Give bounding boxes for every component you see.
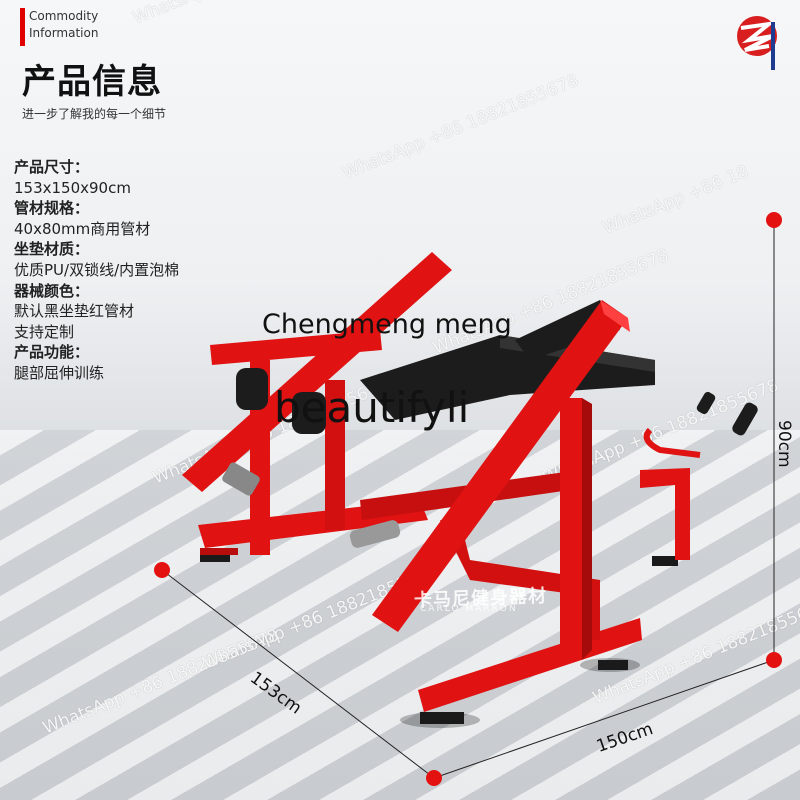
frame-bar [440,520,600,640]
roller-pad [292,392,326,434]
tag-line-1: Commodity [29,9,99,23]
frame-post [325,380,345,530]
depth-dimension-line [161,569,435,779]
spec-key-tube: 管材规格： [14,199,90,218]
roller-pad [236,368,268,410]
spec-key-color: 器械颜色： [14,281,90,300]
overlay-caption-1: Chengmeng meng [262,309,512,340]
commodity-tag: Commodity Information [20,8,113,46]
dimension-dot [154,562,170,578]
brand-logo-icon [737,16,777,70]
spec-value-size: 153x150x90cm [14,178,131,197]
lever-crossbar [210,330,382,365]
frame-bar [640,468,690,560]
spec-value-material: 优质PU/双锁线/内置泡棉 [14,260,180,279]
spec-value-color-1: 默认黑坐垫红管材 [14,302,135,321]
tag-line-2: Information [29,26,99,40]
brand-name-en: CARLO MARRON [420,604,518,614]
handle-grip [696,391,716,415]
lever-arm [182,252,452,492]
handle-grip [732,402,758,436]
spec-value-tube: 40x80mm商用管材 [14,219,151,238]
spec-key-function: 产品功能： [14,343,90,362]
dimension-dot [426,770,442,786]
diagonal-arm [372,300,628,632]
spec-value-function: 腿部屈伸训练 [14,363,105,382]
dimension-dot [766,212,782,228]
width-dimension-line [433,659,775,779]
weight-horn [349,520,401,548]
page-title: 产品信息 [22,62,162,102]
overlay-caption-2: beautifyli [274,383,470,432]
machine-foot [652,556,678,566]
height-label: 90cm [774,420,794,468]
weight-horn [222,462,260,496]
machine-foot [200,552,230,562]
handle [643,427,701,458]
spec-key-size: 产品尺寸： [14,158,90,176]
spec-list: 产品尺寸： 153x150x90cm 管材规格： 40x80mm商用管材 坐垫材… [14,157,274,384]
spec-value-color-2: 支持定制 [14,322,75,341]
frame-post [560,398,582,660]
page-subtitle: 进一步了解我的每一个细节 [22,107,167,121]
machine-foot [598,660,628,670]
spec-key-material: 坐垫材质： [14,240,90,259]
machine-foot [420,712,464,724]
dimension-dot [766,652,782,668]
